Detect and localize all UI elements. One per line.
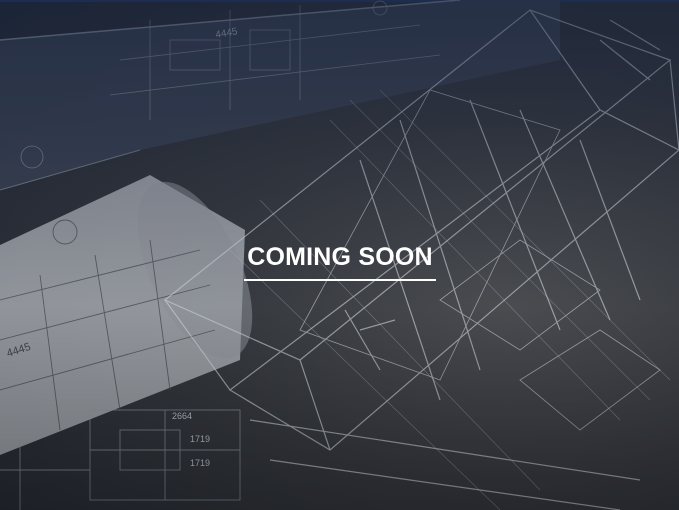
- dimension-label: 2664: [172, 411, 192, 421]
- upper-blueprint-roll: 4445: [0, 0, 560, 191]
- dimension-label: 1719: [190, 434, 210, 444]
- dimension-label: 1719: [190, 458, 210, 468]
- heading-underline: [244, 279, 436, 281]
- coming-soon-heading: COMING SOON: [247, 243, 433, 271]
- left-blueprint-roll: 4445: [0, 175, 253, 455]
